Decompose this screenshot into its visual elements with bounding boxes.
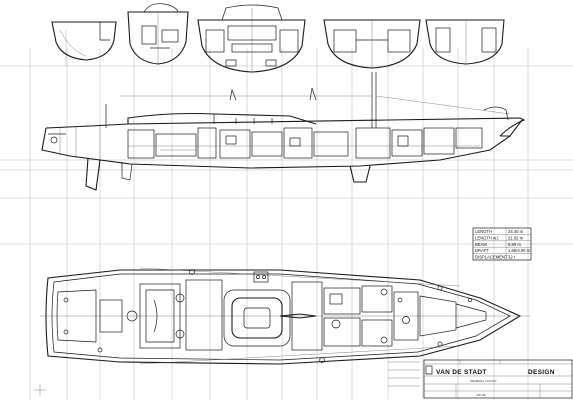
title-block-sheet: JVK 80 — [476, 393, 486, 397]
spec-label-length: LENGTH — [475, 229, 492, 234]
spec-value-length-wl: 21.02 m — [508, 235, 524, 240]
spec-label-beam: BEAM — [475, 242, 487, 247]
section-view-3 — [197, 4, 306, 73]
section-view-2 — [127, 3, 189, 65]
reference-grid — [0, 30, 573, 400]
title-block-brand-suffix: DESIGN — [528, 369, 555, 376]
spec-value-displacement: 32 t — [508, 255, 516, 260]
spec-label-draft: DRAFT — [475, 248, 489, 253]
side-profile-view — [41, 72, 526, 191]
section-view-5 — [425, 19, 505, 65]
section-view-4 — [323, 19, 421, 69]
hull-section-views — [51, 3, 505, 73]
section-view-1 — [51, 21, 117, 61]
spec-label-length-wl: LENGTH w.l. — [475, 235, 499, 240]
spec-value-beam: 5.80 m — [508, 242, 521, 247]
title-block-drawing-title: GENERAL LAYOUT — [470, 379, 497, 383]
title-block: VAN DE STADT DESIGN GENERAL LAYOUT JVK 8… — [388, 359, 573, 399]
spec-value-draft: 1.65/4.00 m — [508, 248, 531, 253]
spec-label-displacement: DISPLACEMENT — [475, 255, 508, 260]
title-block-brand: VAN DE STADT — [436, 369, 487, 376]
specifications-table: LENGTH 24.40 m LENGTH w.l. 21.02 m BEAM … — [472, 227, 532, 261]
spec-value-length: 24.40 m — [508, 229, 524, 234]
plan-view — [34, 267, 530, 396]
